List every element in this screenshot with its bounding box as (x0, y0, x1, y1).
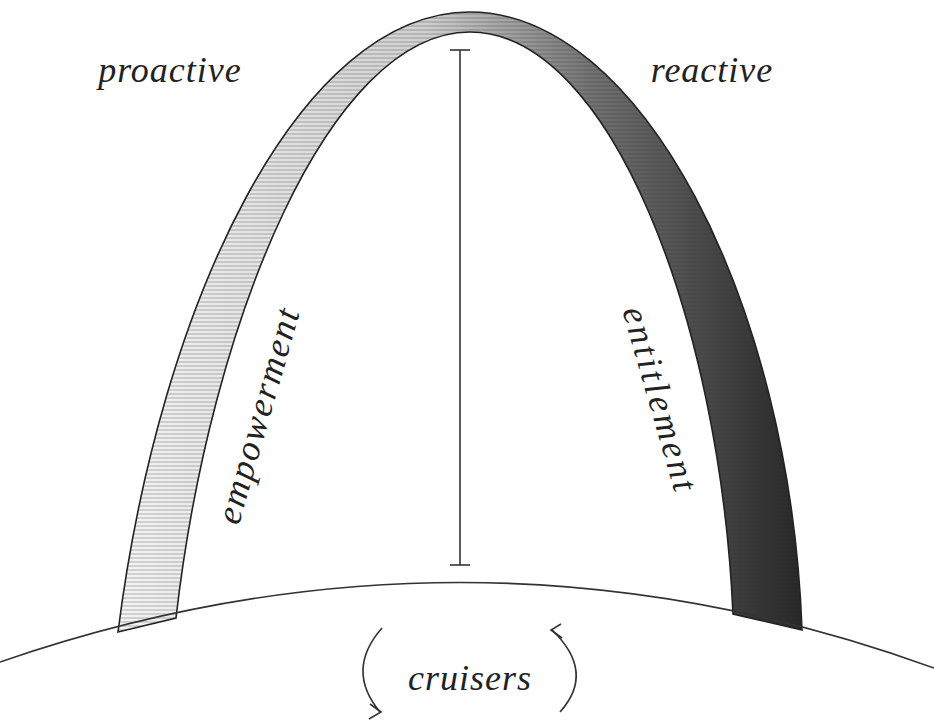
arch-hatch (118, 12, 802, 632)
ground-curve (0, 582, 934, 668)
side-label: reactive (651, 52, 774, 88)
ground-label: cruisers (408, 660, 532, 696)
height-bar (450, 50, 470, 565)
cycle-arrows (363, 624, 576, 719)
arch-band (118, 12, 802, 632)
side-label: proactive (98, 52, 242, 88)
